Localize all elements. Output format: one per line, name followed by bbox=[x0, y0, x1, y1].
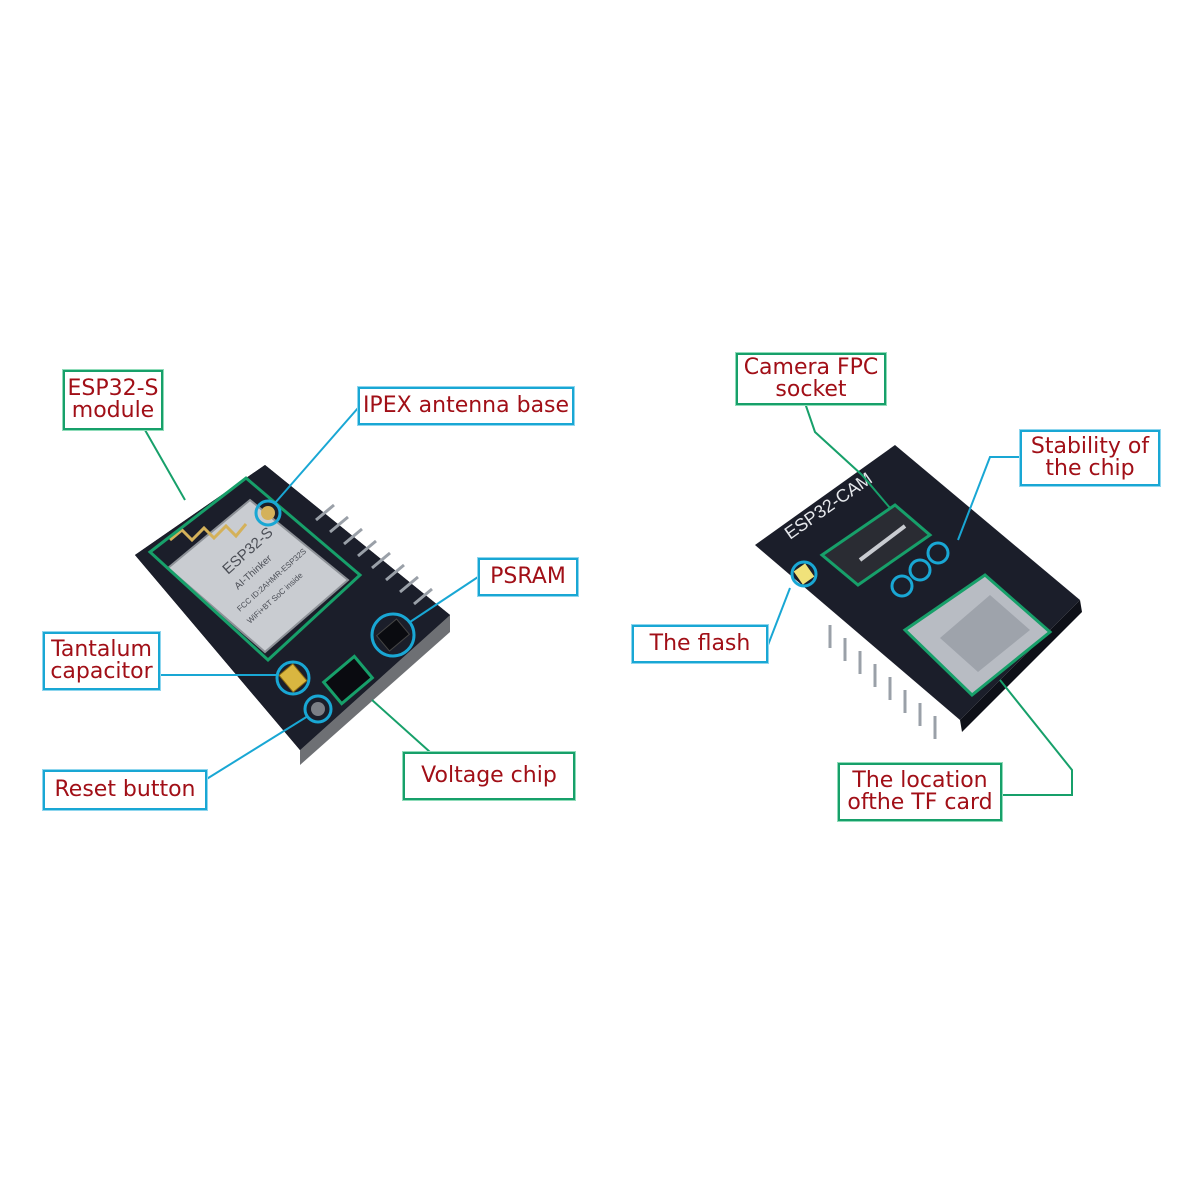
callout-camera-fpc: Camera FPC socket bbox=[736, 353, 886, 405]
tantalum-highlight-circle bbox=[275, 660, 311, 696]
ipex-connector bbox=[261, 506, 275, 520]
front-board: ESP32-S AI-Thinker FCC ID:2AHMR-ESP32S W… bbox=[135, 465, 450, 765]
stability-highlight-circle-1 bbox=[926, 541, 950, 565]
front-leader-lines bbox=[144, 407, 479, 781]
callout-tf-card: The location ofthe TF card bbox=[838, 763, 1002, 821]
reset-highlight-circle bbox=[303, 694, 333, 724]
ipex-highlight-circle bbox=[254, 499, 282, 527]
back-board: ESP32-CAM bbox=[755, 445, 1082, 739]
callout-stability: Stability of the chip bbox=[1020, 430, 1160, 486]
back-leader-lines bbox=[767, 402, 1073, 796]
callout-reset: Reset button bbox=[43, 770, 207, 810]
flash-highlight-circle bbox=[790, 560, 818, 588]
callout-ipex-antenna: IPEX antenna base bbox=[358, 387, 574, 425]
callout-voltage-chip: Voltage chip bbox=[403, 752, 575, 800]
psram-highlight-circle bbox=[370, 612, 416, 658]
voltage-chip bbox=[321, 654, 375, 706]
psram-chip bbox=[375, 618, 411, 652]
callout-flash: The flash bbox=[632, 625, 768, 663]
flash-led bbox=[793, 563, 815, 585]
callout-tantalum: Tantalum capacitor bbox=[43, 632, 160, 690]
stability-highlight-circle-2 bbox=[908, 558, 932, 582]
callout-esp32-module: ESP32-S module bbox=[63, 370, 163, 430]
back-header-pins bbox=[828, 625, 937, 739]
module-highlight-outline bbox=[147, 476, 363, 663]
reset-button-body bbox=[311, 702, 325, 716]
fpc-socket bbox=[819, 503, 933, 587]
pcb-antenna-trace bbox=[169, 523, 248, 543]
tantalum-capacitor bbox=[278, 663, 308, 693]
stability-highlight-circle-3 bbox=[890, 574, 914, 598]
callout-psram: PSRAM bbox=[478, 558, 578, 596]
front-header-pins bbox=[315, 503, 433, 606]
